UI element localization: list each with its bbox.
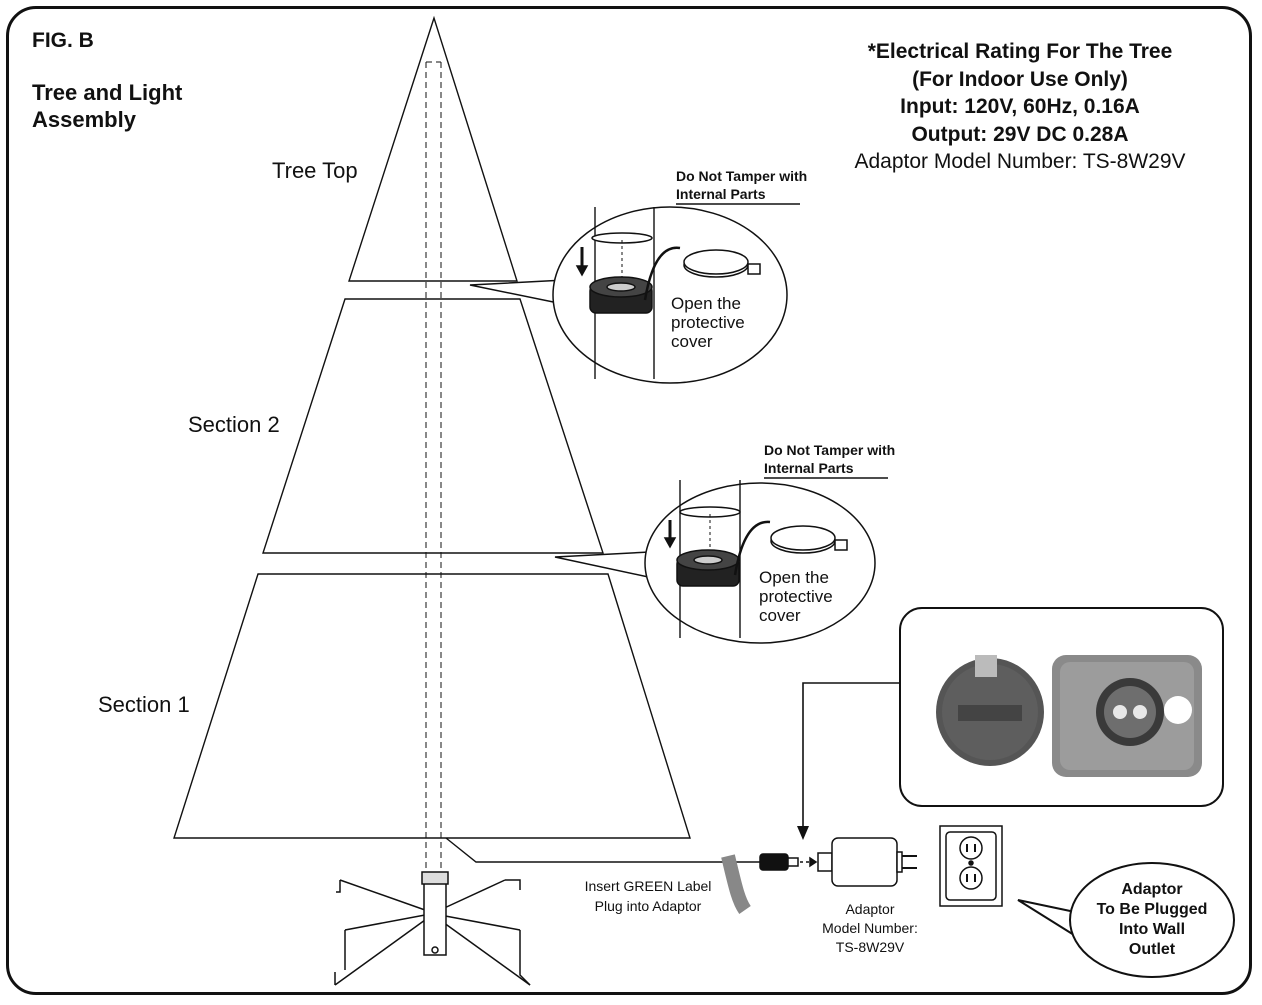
rating-line-1: *Electrical Rating For The Tree [867,40,1173,63]
callout-lower [554,480,876,644]
lower-warning-line2: Internal Parts [764,460,854,476]
label-tree-top: Tree Top [272,158,358,183]
outlet-bubble-line4: Outlet [1128,941,1176,958]
tree-stand [334,871,531,986]
adaptor-label-line2: Model Number: [822,920,918,936]
photo-arrow [802,682,900,828]
section-2-shape [262,298,604,554]
rating-line-4: Output: 29V DC 0.28A [911,122,1129,146]
center-pole [425,61,442,875]
lower-instruction: Open the protective cover [759,568,833,625]
plug-instruction: Insert GREEN Label Plug into Adaptor [566,876,730,916]
lower-instruction-line3: cover [759,606,801,625]
cord-tail [721,854,751,915]
power-cord [445,837,760,863]
label-section-1: Section 1 [98,692,190,717]
adaptor-body [817,837,917,887]
outlet-bubble-text: Adaptor To Be Plugged Into Wall Outlet [1082,880,1222,960]
upper-instruction-line2: protective [671,313,745,332]
adaptor-label-line1: Adaptor [845,901,895,917]
adaptor-label-line3: TS-8W29V [835,939,905,955]
connector-photo [936,655,1202,777]
outlet-bubble-line2: To Be Plugged [1096,901,1208,918]
wall-outlet [939,825,1003,907]
outlet-speech-bubble [1017,862,1235,978]
green-label-plug [759,853,818,871]
figure-title-line1: Tree and Light [32,80,183,105]
plug-instruction-line2: Plug into Adaptor [594,898,702,914]
outlet-bubble-line3: Into Wall [1118,921,1186,938]
section-1-shape [173,573,691,839]
callout-upper [469,206,788,384]
upper-instruction-line3: cover [671,332,713,351]
electrical-rating-block: *Electrical Rating For The Tree (For Ind… [838,38,1202,176]
upper-instruction-line1: Open the [671,294,741,313]
figure-frame [6,6,1252,995]
adaptor-model-label: Adaptor Model Number: TS-8W29V [800,900,940,957]
figure-title-line2: Assembly [32,107,136,132]
rating-line-5: Adaptor Model Number: TS-8W29V [854,150,1186,173]
plug-instruction-line1: Insert GREEN Label [584,878,712,894]
label-section-2: Section 2 [188,412,280,437]
figure-label: FIG. B [32,29,94,52]
upper-warning-line2: Internal Parts [676,186,766,202]
lower-warning-line1: Do Not Tamper with [764,442,896,458]
outlet-bubble-line1: Adaptor [1121,881,1183,898]
lower-instruction-line1: Open the [759,568,829,587]
tree-top-shape [348,15,518,282]
rating-line-3: Input: 120V, 60Hz, 0.16A [900,95,1140,118]
upper-instruction: Open the protective cover [671,294,745,351]
rating-line-2: (For Indoor Use Only) [912,67,1128,91]
upper-warning-line1: Do Not Tamper with [676,168,808,184]
lower-instruction-line2: protective [759,587,833,606]
